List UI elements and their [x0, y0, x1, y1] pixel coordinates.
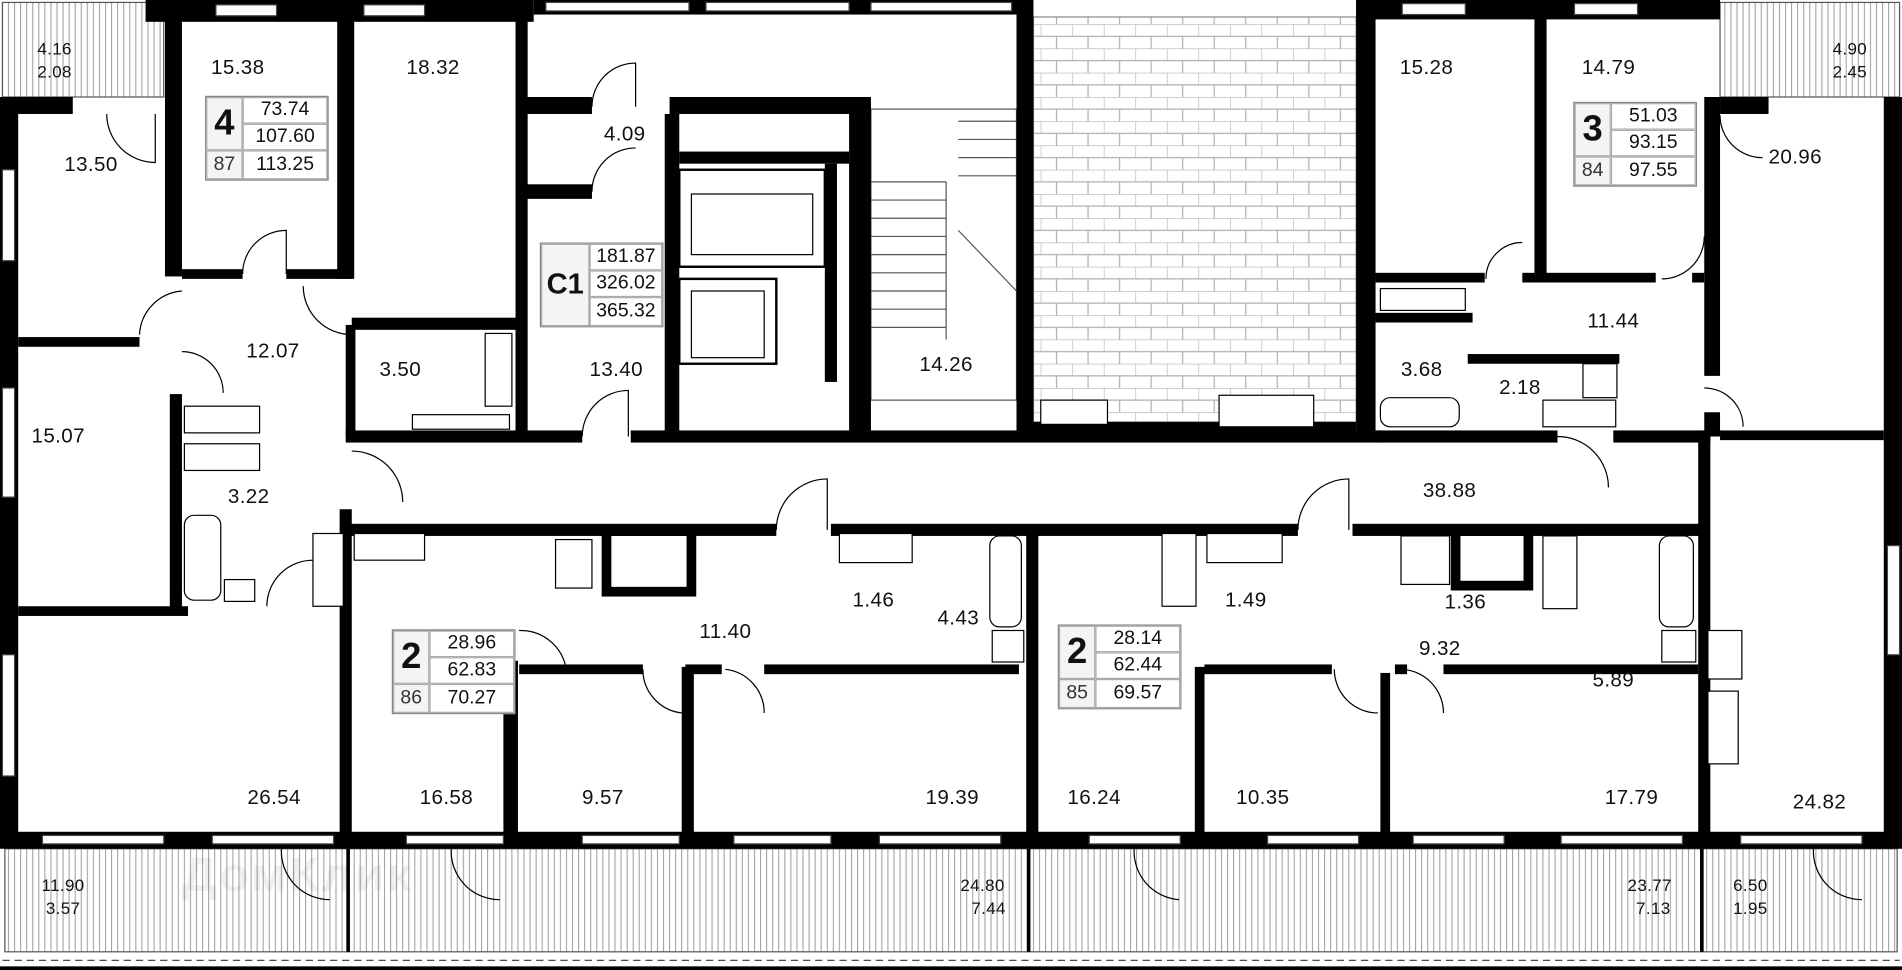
living-area: 73.74	[242, 97, 328, 124]
total-area: 93.15	[1610, 129, 1696, 157]
balcony-top-left	[1, 1, 165, 98]
room-area: 15.07	[31, 424, 85, 448]
balcony-area: 4.16	[37, 38, 72, 59]
room-area: 3.50	[379, 357, 422, 381]
balcony-area: 23.77	[1627, 875, 1672, 895]
room-area: 4.43	[937, 606, 980, 630]
balcony-area: 6.50	[1733, 875, 1768, 895]
apartment-number: 87	[206, 150, 243, 180]
commercial-area: 365.32	[589, 297, 663, 327]
watermark: ДомКлик	[181, 848, 414, 903]
room-count: 2	[393, 630, 430, 684]
room-area: 12.07	[246, 339, 300, 363]
total-area: 107.60	[242, 123, 328, 151]
room-area: 16.24	[1067, 785, 1121, 809]
room-area: 16.58	[419, 785, 474, 809]
room-area: 26.54	[247, 785, 301, 809]
room-area: 3.22	[227, 485, 270, 509]
balcony-reduced-area: 7.13	[1636, 898, 1671, 918]
room-area: 20.96	[1768, 145, 1822, 169]
room-area: 15.38	[211, 55, 265, 79]
balcony-reduced-area: 7.44	[971, 898, 1006, 918]
room-area: 13.40	[589, 357, 643, 381]
room-area: 1.46	[852, 588, 895, 612]
apartment-info-84[interactable]: 3 51.03 93.15 84 97.55	[1573, 101, 1697, 187]
total-area-with-balcony: 69.57	[1095, 679, 1181, 709]
apartment-number: 85	[1058, 679, 1096, 709]
balcony-reduced-area: 1.95	[1733, 898, 1768, 918]
balcony-area: 4.90	[1832, 38, 1868, 59]
total-area: 62.44	[1095, 652, 1181, 679]
balcony-area: 11.90	[41, 875, 85, 895]
room-area: 9.32	[1419, 636, 1461, 660]
room-area: 15.28	[1399, 55, 1454, 79]
commercial-info-c1[interactable]: C1 181.87 326.02 365.32	[539, 242, 664, 328]
room-area: 3.68	[1400, 357, 1443, 381]
commercial-area: 326.02	[589, 270, 663, 298]
room-area: 11.40	[699, 619, 752, 643]
room-count: 3	[1574, 103, 1611, 157]
balcony-reduced-area: 2.45	[1832, 61, 1868, 82]
apartment-number: 84	[1574, 156, 1611, 186]
room-area: 1.49	[1224, 588, 1267, 612]
room-area: 13.50	[64, 152, 118, 176]
room-area: 24.82	[1792, 790, 1847, 814]
room-area: 2.18	[1499, 375, 1541, 399]
total-area-with-balcony: 97.55	[1610, 156, 1696, 186]
living-area: 28.14	[1095, 625, 1181, 653]
room-area: 9.57	[582, 785, 624, 809]
room-count: 2	[1058, 625, 1096, 679]
room-area: 5.89	[1592, 668, 1635, 692]
total-area-with-balcony: 70.27	[429, 683, 515, 713]
living-area: 51.03	[1610, 103, 1696, 130]
room-area: 10.35	[1236, 785, 1290, 809]
room-area: 11.44	[1587, 309, 1640, 333]
room-count: 4	[206, 97, 243, 151]
balcony-area: 24.80	[960, 875, 1005, 895]
total-area: 62.83	[429, 657, 515, 684]
commercial-code: C1	[540, 243, 590, 327]
balcony-reduced-area: 2.08	[37, 61, 72, 82]
room-area: 4.09	[603, 122, 646, 146]
living-area: 28.96	[429, 630, 515, 658]
balcony-reduced-area: 3.57	[45, 898, 81, 918]
room-area: 19.39	[925, 785, 979, 809]
apartment-info-87[interactable]: 4 73.74 107.60 87 113.25	[204, 95, 329, 181]
room-area: 14.79	[1581, 55, 1636, 79]
room-area: 17.79	[1604, 785, 1659, 809]
apartment-info-85[interactable]: 2 28.14 62.44 85 69.57	[1057, 624, 1182, 710]
tiled-shaft	[1032, 16, 1357, 423]
room-area: 18.32	[406, 55, 460, 79]
balcony-top-right	[1719, 1, 1901, 98]
total-area-with-balcony: 113.25	[242, 150, 328, 180]
apartment-info-86[interactable]: 2 28.96 62.83 86 70.27	[391, 629, 516, 715]
room-area: 1.36	[1444, 590, 1487, 614]
apartment-number: 86	[393, 683, 430, 713]
room-area: 14.26	[919, 352, 973, 376]
room-area: 38.88	[1422, 478, 1477, 502]
commercial-area: 181.87	[589, 243, 663, 271]
